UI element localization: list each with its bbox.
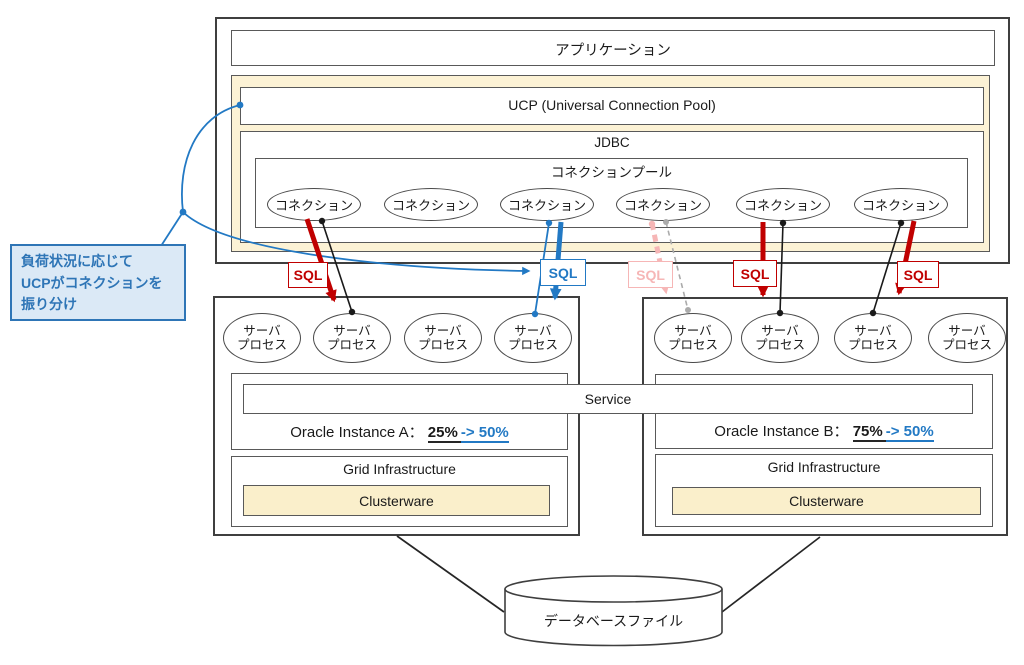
sql-badge-red-2: SQL [733,260,777,287]
service-box: Service [243,384,973,414]
connection-pool-label: コネクションプール [550,165,673,180]
server-process-ellipse-b3: サーバプロセス [834,313,912,363]
connection-label: コネクション [507,198,586,213]
connection-pool-box: コネクションプール [255,158,968,228]
sql-badge-red-1: SQL [288,262,328,288]
sql-badge-pink: SQL [628,261,673,288]
instance-b-before: 75% [852,423,886,442]
connection-ellipse-1: コネクション [267,188,361,221]
instance-b-label: Oracle Instance B： 75%-> 50% [656,420,992,442]
grid-infrastructure-label: Grid Infrastructure [343,461,456,477]
sql-badge-blue: SQL [540,259,586,286]
application-label: アプリケーション [555,43,671,59]
process-line2: プロセス [847,338,898,352]
application-box: アプリケーション [231,30,995,66]
connection-ellipse-5: コネクション [736,188,830,221]
callout-line-1: 負荷状況に応じて [21,253,133,269]
server-process-ellipse-a2: サーバプロセス [313,313,391,363]
process-line2: プロセス [507,338,558,352]
database-label: データベースファイル [543,613,684,629]
connection-label: コネクション [743,198,822,213]
process-line1: サーバ [948,324,986,338]
connection-ellipse-4: コネクション [616,188,710,221]
clusterware-box-right: Clusterware [672,487,981,515]
instance-a-before: 25% [427,424,461,443]
grid-infrastructure-label: Grid Infrastructure [767,459,881,475]
process-line1: サーバ [854,324,892,338]
instance-b-name: Oracle Instance B： [714,423,849,440]
instance-a-name: Oracle Instance A： [290,424,424,441]
process-line1: サーバ [674,324,712,338]
server-process-ellipse-a3: サーバプロセス [404,313,482,363]
instance-a-label: Oracle Instance A： 25%-> 50% [232,421,567,443]
process-line1: サーバ [243,324,281,338]
clusterware-box-left: Clusterware [243,485,550,516]
process-line2: プロセス [326,338,377,352]
process-line2: プロセス [754,338,805,352]
process-line1: サーバ [761,324,799,338]
process-line2: プロセス [236,338,287,352]
connection-label: コネクション [391,198,470,213]
connection-label: コネクション [274,198,353,213]
connection-label: コネクション [861,198,940,213]
process-line1: サーバ [333,324,371,338]
connection-ellipse-6: コネクション [854,188,948,221]
db-link-right [721,536,821,613]
process-line2: プロセス [667,338,718,352]
server-process-ellipse-b4: サーバプロセス [928,313,1006,363]
process-line2: プロセス [941,338,992,352]
process-line2: プロセス [417,338,468,352]
instance-b-after: -> 50% [885,423,934,442]
server-process-ellipse-b2: サーバプロセス [741,313,819,363]
server-process-ellipse-a4: サーバプロセス [494,313,572,363]
connection-label: コネクション [623,198,702,213]
server-process-ellipse-b1: サーバプロセス [654,313,732,363]
connection-ellipse-2: コネクション [384,188,478,221]
db-link-left [396,535,505,613]
callout-line-3: 振り分け [21,296,77,313]
process-line1: サーバ [424,324,462,338]
process-line1: サーバ [514,324,552,338]
service-label: Service [584,391,632,407]
sql-badge-red-3: SQL [897,261,939,288]
ucp-label: UCP (Universal Connection Pool) [508,97,716,113]
instance-a-after: -> 50% [460,424,509,443]
callout-line-2: UCPがコネクションを [21,274,163,291]
ucp-label-box: UCP (Universal Connection Pool) [240,87,984,125]
jdbc-label: JDBC [594,135,630,150]
load-balancing-callout: 負荷状況に応じて UCPがコネクションを 振り分け [10,244,186,321]
server-process-ellipse-a1: サーバプロセス [223,313,301,363]
connection-ellipse-3: コネクション [500,188,594,221]
